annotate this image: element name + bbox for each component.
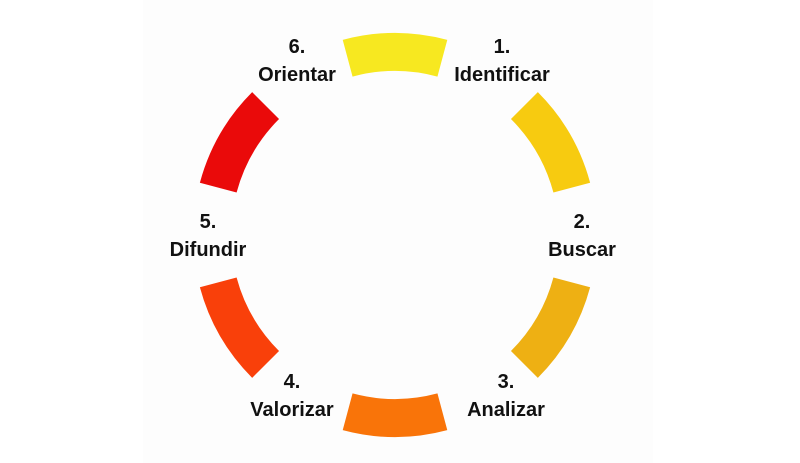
step-label-6: 6. Orientar [258,33,336,89]
step-name: Orientar [258,64,336,86]
step-number: 6. [288,36,306,58]
step-number: 1. [493,36,511,58]
ring-segment-2 [510,92,591,193]
ring-segment-5 [199,277,280,378]
step-number: 2. [573,211,591,233]
step-name: Difundir [169,239,247,261]
step-number: 4. [283,371,301,393]
ring-segment-6 [199,92,280,193]
ring-segment-4 [342,393,448,437]
step-number: 3. [497,371,515,393]
step-label-1: 1. Identificar [454,33,550,89]
step-label-2: 2. Buscar [548,208,616,264]
step-label-4: 4. Valorizar [250,368,333,424]
step-name: Identificar [454,64,550,86]
ring-segment-3 [510,277,591,378]
step-label-5: 5. Difundir [170,208,247,264]
ring-segment-1 [342,33,448,77]
step-name: Analizar [467,399,545,421]
diagram-background [143,0,653,463]
step-label-3: 3. Analizar [467,368,545,424]
step-name: Buscar [548,239,616,261]
step-number: 5. [199,211,217,233]
step-name: Valorizar [250,399,334,421]
